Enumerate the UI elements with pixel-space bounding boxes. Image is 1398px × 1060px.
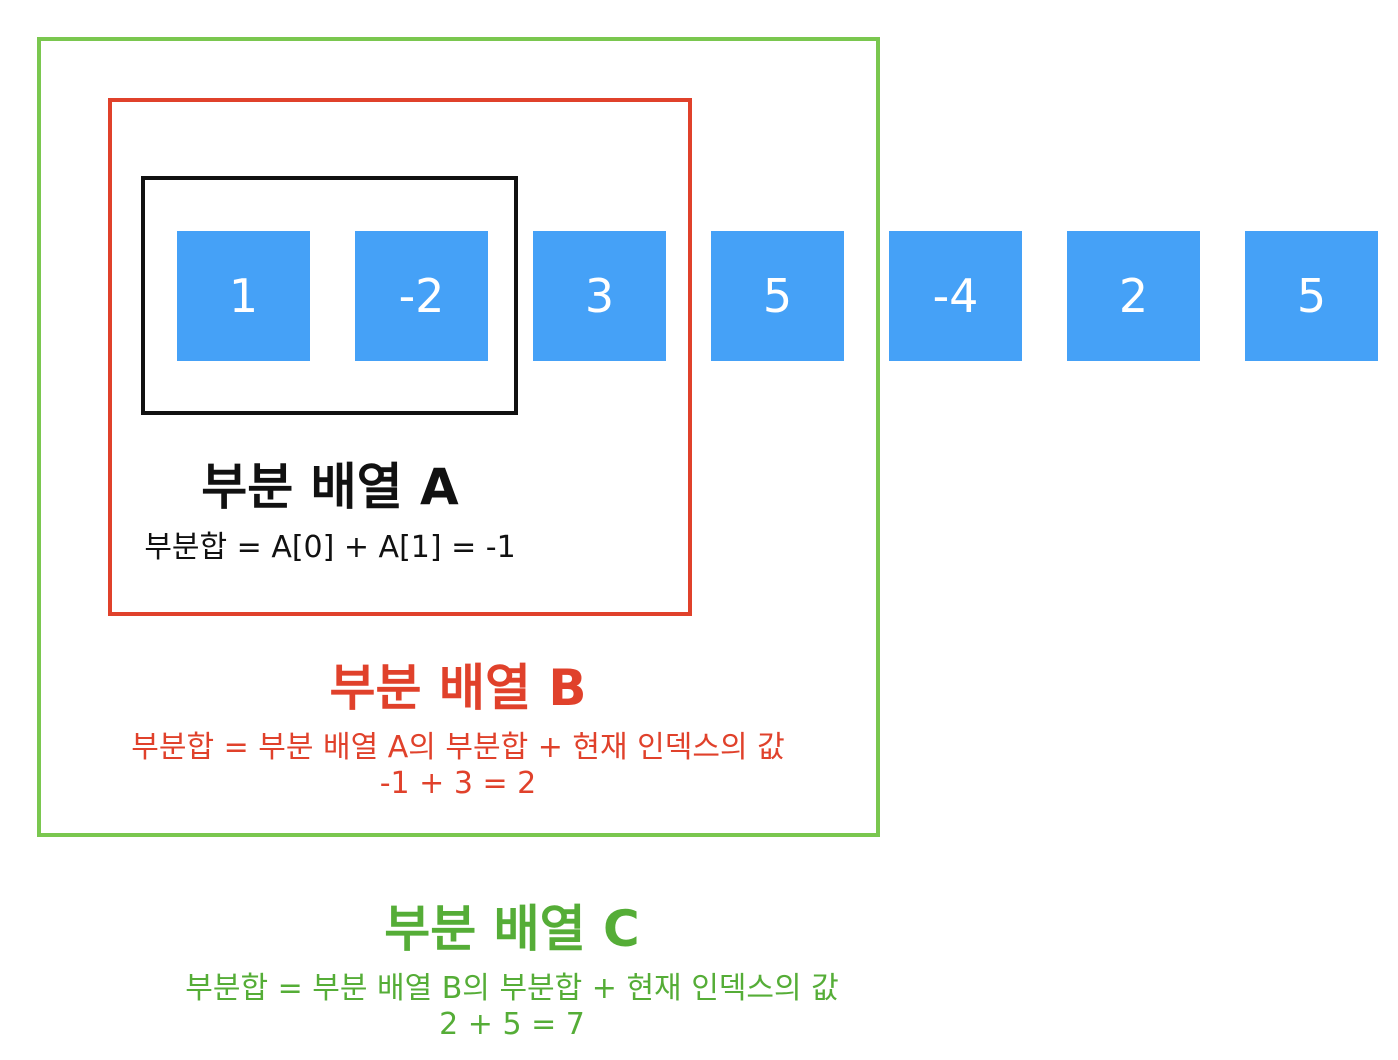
- array-cell-1: -2: [355, 231, 488, 361]
- array-cell-0: 1: [177, 231, 310, 361]
- array-cell-2: 3: [533, 231, 666, 361]
- array-cell-6: 5: [1245, 231, 1378, 361]
- subarray-c-calculation: 2 + 5 = 7: [439, 1007, 585, 1042]
- array-cell-3: 5: [711, 231, 844, 361]
- subarray-a-frame: [141, 176, 518, 415]
- subarray-b-title: 부분 배열 B: [329, 659, 587, 717]
- subarray-c-title: 부분 배열 C: [384, 900, 640, 958]
- array-cell-5: 2: [1067, 231, 1200, 361]
- subarray-a-title: 부분 배열 A: [201, 458, 459, 516]
- subarray-b-calculation: -1 + 3 = 2: [379, 766, 537, 801]
- array-cell-4: -4: [889, 231, 1022, 361]
- subarray-a-formula: 부분합 = A[0] + A[1] = -1: [144, 530, 516, 565]
- subarray-b-formula: 부분합 = 부분 배열 A의 부분합 + 현재 인덱스의 값: [131, 730, 785, 765]
- subarray-c-formula: 부분합 = 부분 배열 B의 부분합 + 현재 인덱스의 값: [185, 971, 839, 1006]
- subarray-c-frame: [37, 37, 880, 837]
- subarray-b-frame: [108, 98, 692, 616]
